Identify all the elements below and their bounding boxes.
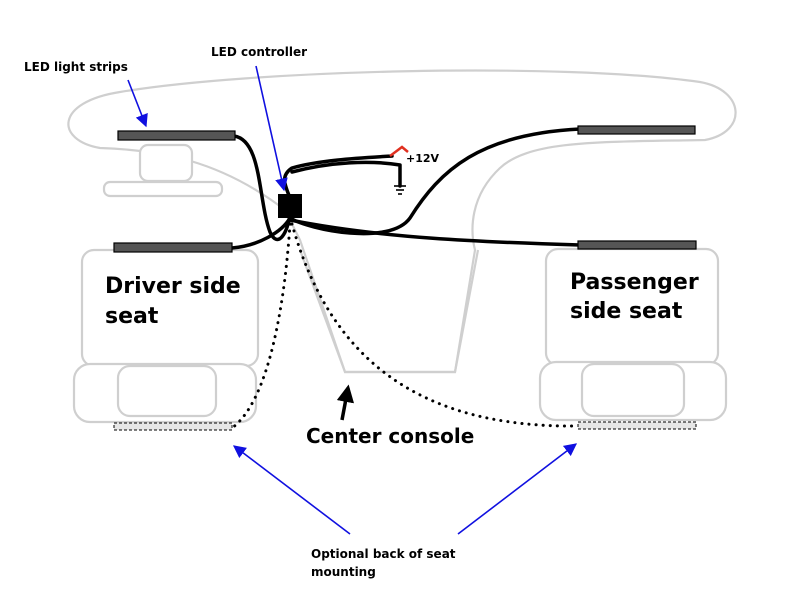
wire-driver-lower (230, 216, 292, 250)
led-controller-box (278, 194, 302, 218)
arrow-optional-driver (232, 445, 351, 535)
label-led-strips: LED light strips (24, 60, 128, 74)
led-strip-passenger-seat (577, 240, 697, 250)
arrow-led-strips (127, 79, 148, 128)
passenger-seat-headrest (580, 362, 686, 418)
wire-optional-driver (230, 222, 292, 430)
label-optional-2: mounting (311, 565, 376, 579)
wire-positive-red (389, 145, 409, 157)
arrow-optional-passenger (457, 443, 578, 535)
wire-passenger-lower (288, 218, 582, 247)
label-center-console: Center console (306, 424, 474, 448)
arrow-led-controller (255, 65, 288, 192)
led-strip-driver-seat (113, 242, 233, 253)
label-passenger-seat-1: Passenger (570, 270, 699, 295)
led-strip-passenger-dash (577, 125, 696, 135)
dashboard-outline (67, 69, 737, 374)
arrow-center-console (336, 384, 355, 421)
label-led-controller: LED controller (211, 45, 307, 59)
led-strip-passenger-back-optional (577, 421, 697, 430)
led-strip-driver-dash (117, 130, 236, 141)
label-driver-seat-2: seat (105, 304, 159, 329)
driver-seat-headrest (116, 364, 218, 418)
label-optional-1: Optional back of seat (311, 547, 456, 561)
wire-ground (290, 160, 402, 188)
label-driver-seat-1: Driver side (105, 274, 241, 299)
wire-passenger-upper (288, 127, 582, 236)
steering-base (102, 180, 224, 198)
label-power: +12V (406, 152, 440, 165)
wire-driver-upper (232, 134, 292, 242)
wire-optional-passenger (290, 222, 580, 428)
center-console-outline (298, 249, 480, 374)
label-passenger-seat-2: side seat (570, 299, 683, 324)
led-strip-driver-back-optional (113, 422, 233, 431)
steering-column (138, 143, 194, 183)
ground-symbol (394, 185, 406, 195)
